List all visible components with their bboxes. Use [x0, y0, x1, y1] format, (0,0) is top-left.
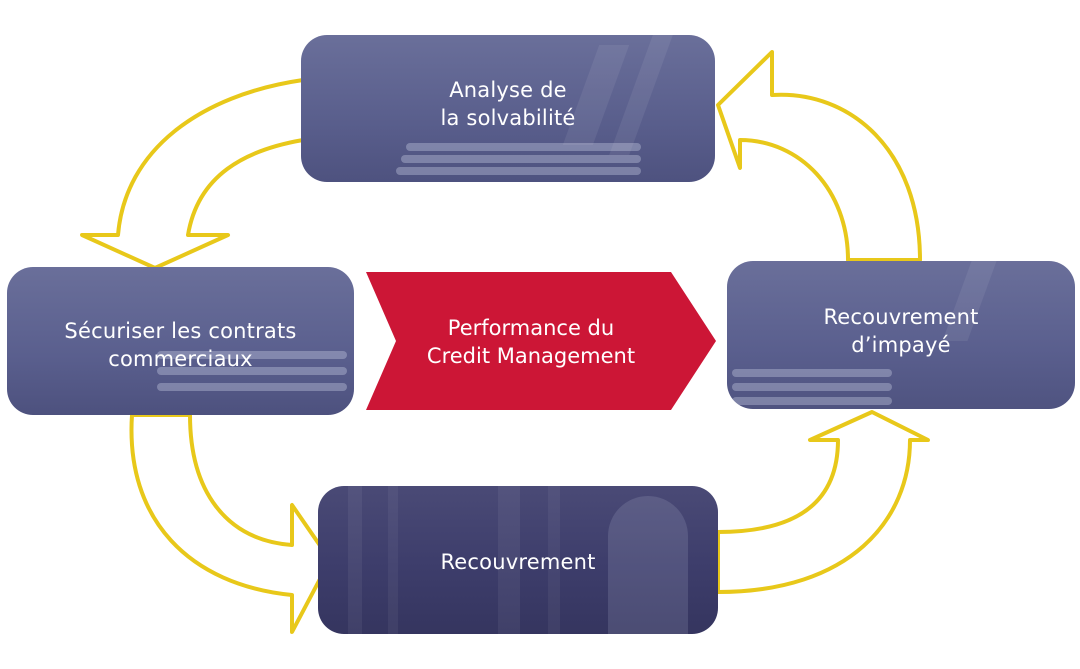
step-box-unpaid-recovery: Recouvrement d’impayé — [727, 261, 1075, 409]
center-arrow-performance: Performance du Credit Management — [366, 272, 716, 410]
step-box-recovery: Recouvrement — [318, 486, 718, 634]
step-label-line2: d’impayé — [851, 333, 951, 357]
arrow-left-to-bottom — [129, 413, 332, 634]
step-box-solvency-analysis: Analyse de la solvabilité — [301, 35, 715, 182]
step-label-line2: commerciaux — [108, 347, 253, 371]
step-box-secure-contracts: Sécuriser les contrats commerciaux — [7, 267, 354, 415]
step-label-line1: Recouvrement — [440, 550, 596, 574]
center-label-line2: Credit Management — [426, 344, 636, 368]
step-label-line1: Recouvrement — [823, 305, 979, 329]
center-arrow-shape — [366, 272, 716, 410]
step-label-line1: Sécuriser les contrats — [64, 319, 297, 343]
step-label-line1: Analyse de — [449, 78, 567, 102]
arrow-top-to-left — [80, 78, 305, 270]
center-label-line1: Performance du — [447, 316, 615, 340]
arrow-right-to-top — [716, 50, 922, 262]
arrow-bottom-to-right — [716, 410, 930, 594]
step-label-line2: la solvabilité — [440, 106, 576, 130]
